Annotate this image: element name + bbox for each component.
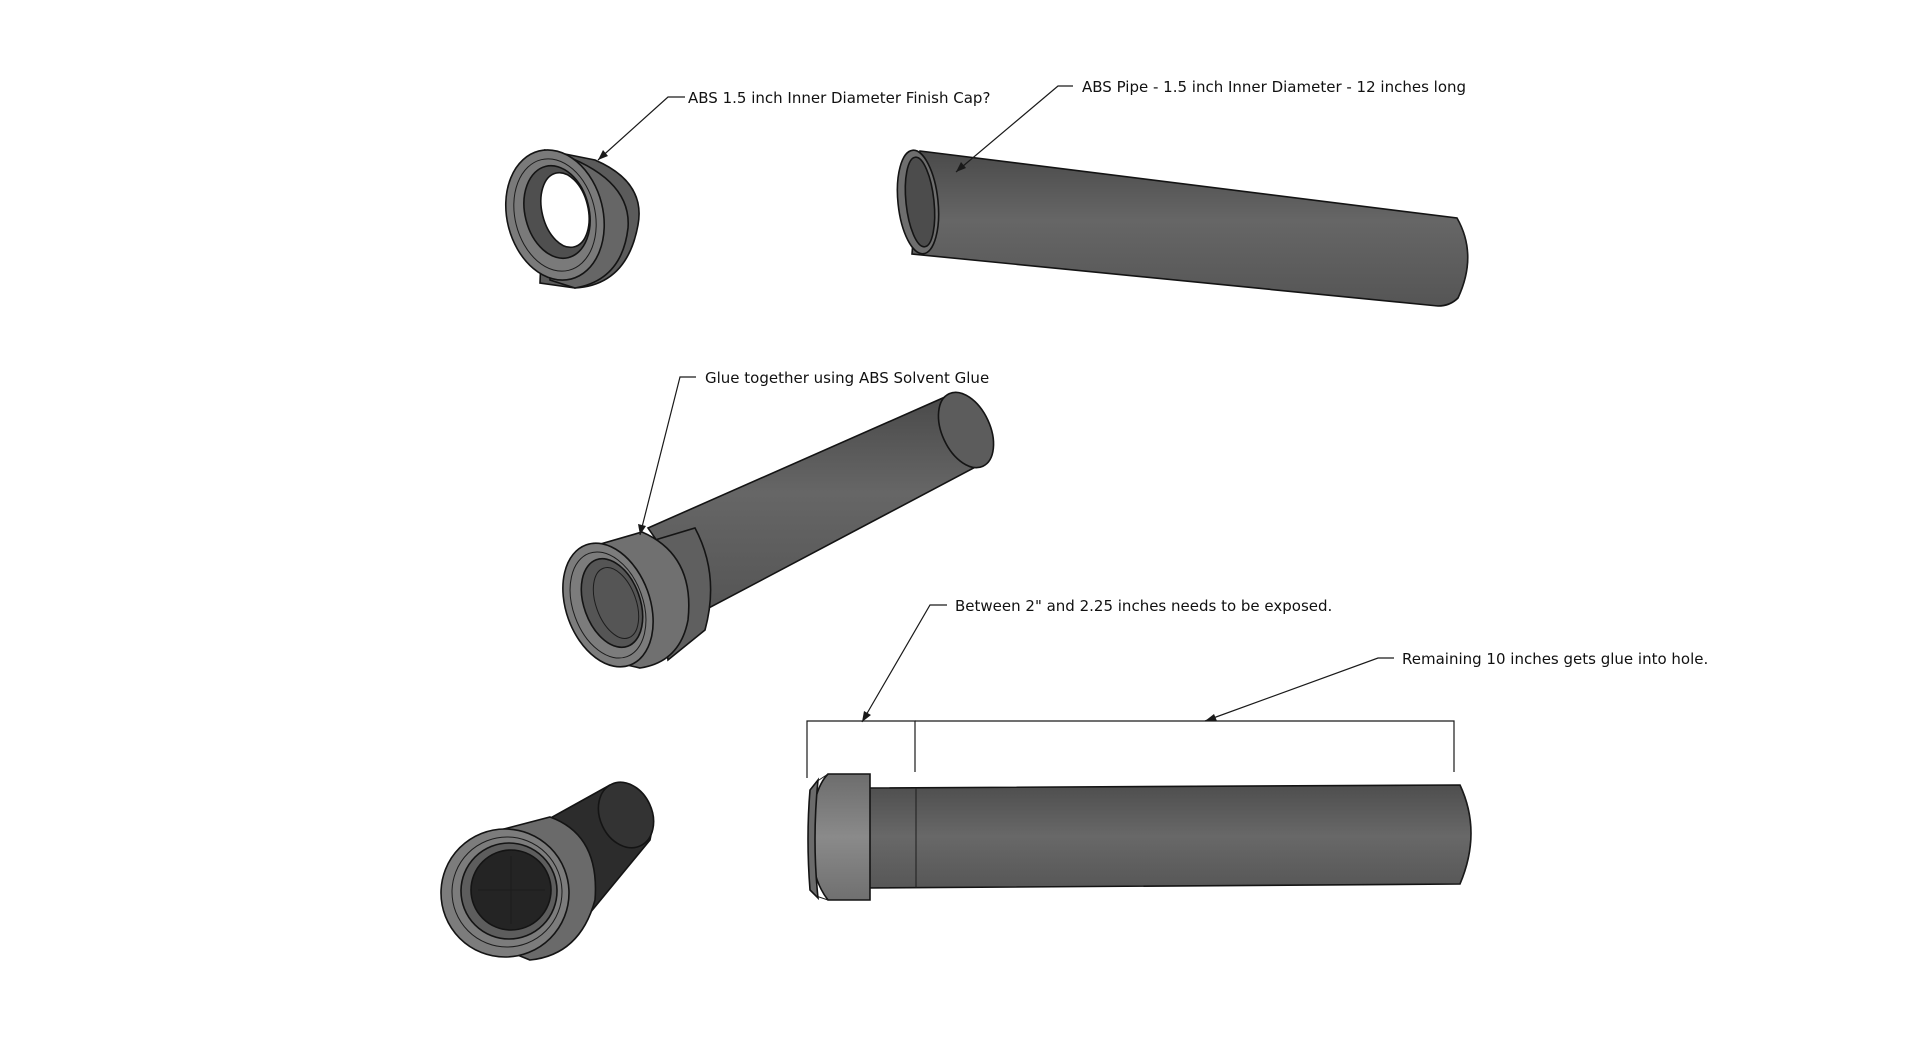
side-view-pipe: [866, 784, 1472, 889]
glue-leader: [639, 376, 696, 536]
finish-cap-label: ABS 1.5 inch Inner Diameter Finish Cap?: [688, 89, 990, 107]
glued-assembly-part: [562, 391, 995, 669]
remaining-leader: [1204, 657, 1394, 722]
side-view-part: [807, 773, 1472, 901]
remaining-length-bracket: [915, 720, 1455, 772]
leader-lines: [597, 85, 1394, 723]
glue-label: Glue together using ABS Solvent Glue: [705, 369, 989, 387]
arrowheads: [598, 150, 1217, 722]
pipe-leader: [955, 85, 1073, 173]
finish-cap-part: [504, 149, 640, 289]
pipe-label: ABS Pipe - 1.5 inch Inner Diameter - 12 …: [1082, 78, 1466, 96]
cap-through-hole: [540, 171, 590, 249]
callout-labels: ABS 1.5 inch Inner Diameter Finish Cap? …: [688, 78, 1708, 668]
dimension-brackets: [806, 720, 1455, 778]
remaining-label: Remaining 10 inches gets glue into hole.: [1402, 650, 1708, 668]
cap-leader: [597, 96, 685, 161]
exposed-label: Between 2" and 2.25 inches needs to be e…: [955, 597, 1332, 615]
side-view-cap: [809, 773, 871, 901]
abs-pipe-part: [896, 149, 1469, 307]
exposed-leader: [861, 604, 947, 723]
assembly-end-view-part: [440, 781, 655, 961]
exposed-length-bracket: [806, 720, 916, 778]
pipe-body: [911, 150, 1469, 307]
